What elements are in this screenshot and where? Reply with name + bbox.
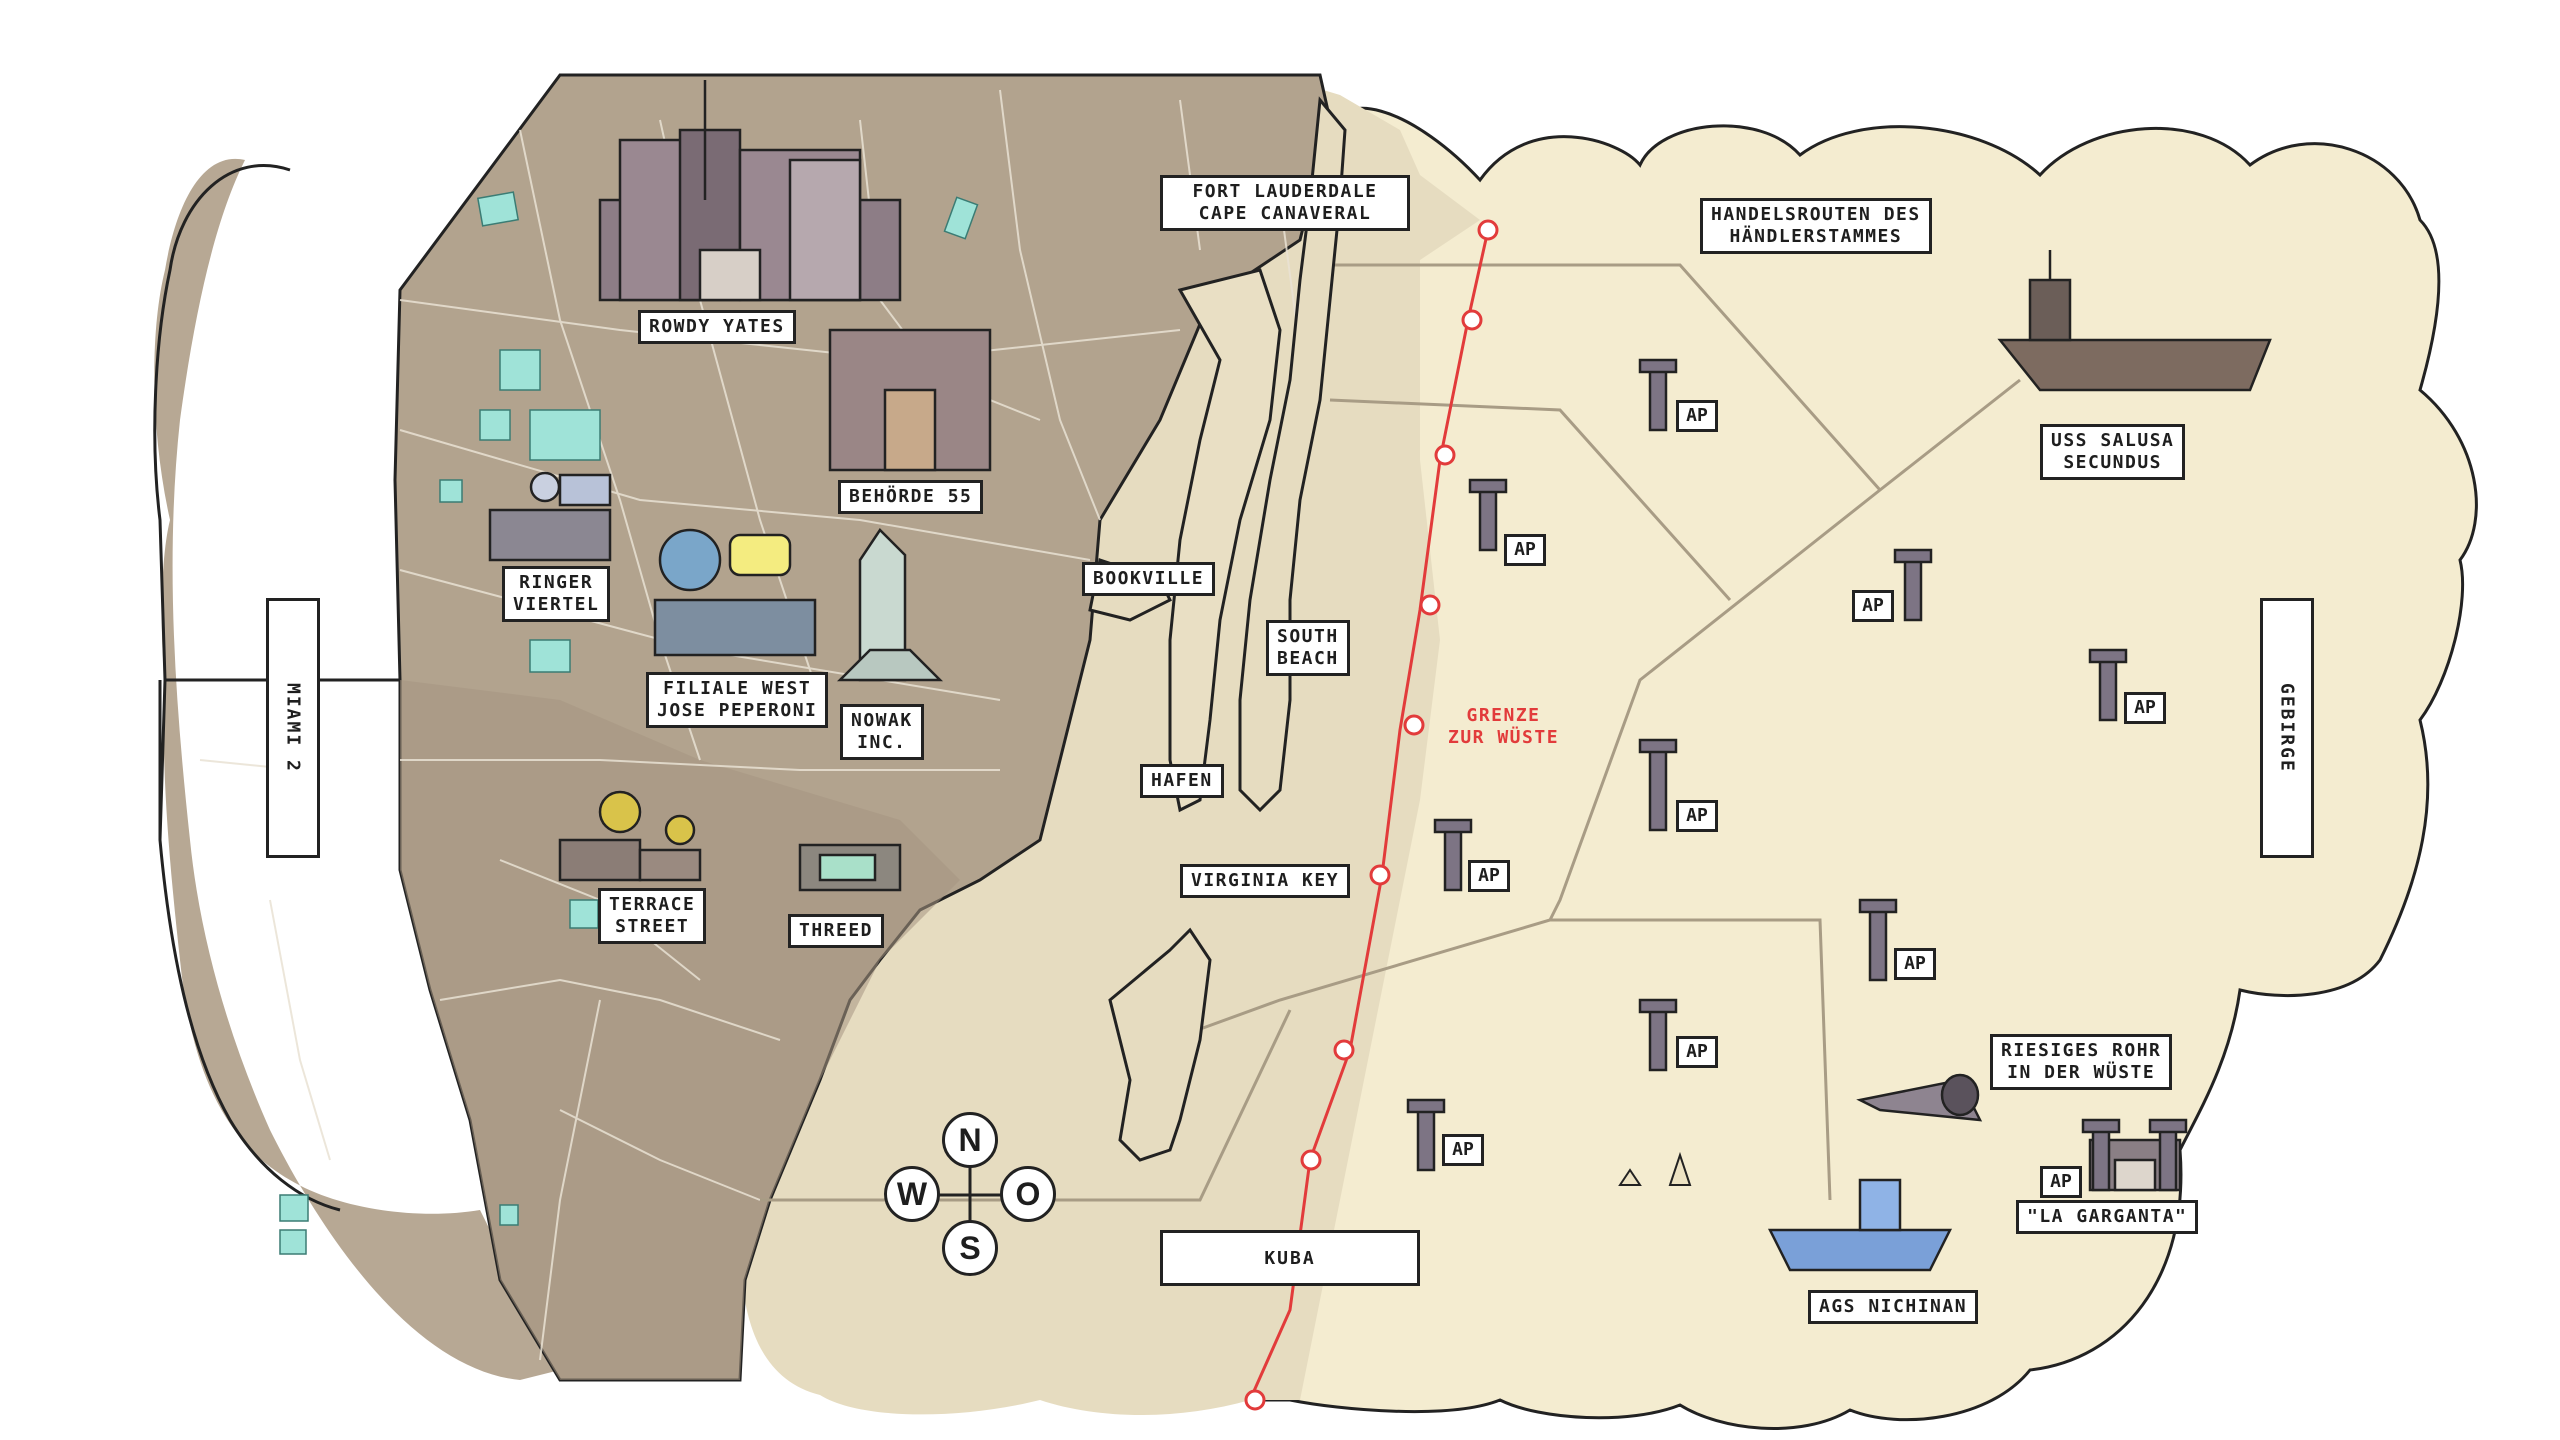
label-rohr-line1: RIESIGES ROHR [2001,1040,2162,1061]
label-bookville: BOOKVILLE [1082,562,1216,596]
label-ringer-viertel: RINGER VIERTEL [502,566,611,622]
compass-north: N [942,1112,998,1168]
label-uss-salusa: USS SALUSA SECUNDUS [2040,424,2186,480]
ap-label-4: AP [2124,692,2166,724]
label-virginia-key: VIRGINIA KEY [1180,864,1351,898]
ap-label-6: AP [1468,860,1510,892]
label-ringer-line1: RINGER [519,572,594,593]
label-fort-line2: CAPE CANAVERAL [1198,203,1372,224]
ap-label-8: AP [1676,1036,1718,1068]
miami2-region [154,158,560,1380]
uss-ship [1997,250,2272,392]
filiale-building [653,528,817,657]
label-south-line2: BEACH [1277,648,1339,669]
label-terrace-line2: STREET [615,916,690,937]
label-uss-line1: USS SALUSA [2051,430,2175,451]
label-rowdy-yates: ROWDY YATES [638,310,796,344]
ap-label-10: AP [2040,1166,2082,1198]
terrace-buildings [558,790,702,882]
ap-label-5: AP [1676,800,1718,832]
ap-label-3: AP [1852,590,1894,622]
behoerde-building [828,328,992,472]
label-miami-2: MIAMI 2 [266,598,320,858]
label-uss-line2: SECUNDUS [2063,452,2163,473]
label-behoerde-55: BEHÖRDE 55 [838,480,984,514]
compass-south: S [942,1220,998,1276]
pipe-object [1856,1073,1983,1122]
rowdy-yates-buildings [598,80,902,302]
threed-building [798,843,902,892]
label-la-garganta: "LA GARGANTA" [2016,1200,2199,1234]
label-grenze-line2: ZUR WÜSTE [1448,727,1560,748]
label-grenze-zur-wueste: GRENZE ZUR WÜSTE [1440,702,1567,752]
label-hafen: HAFEN [1140,764,1224,798]
oil-rigs [1406,358,2188,1192]
label-kuba: KUBA [1160,1230,1420,1286]
ap-label-9: AP [1442,1134,1484,1166]
label-gebirge: GEBIRGE [2260,598,2314,858]
label-threed: THREED [788,914,885,948]
label-filiale-line1: FILIALE WEST [663,678,812,699]
label-rohr-line2: IN DER WÜSTE [2007,1062,2156,1083]
ap-label-7: AP [1894,948,1936,980]
ap-label-2: AP [1504,534,1546,566]
label-filiale-line2: JOSE PEPERONI [657,700,818,721]
label-nowak-line1: NOWAK [851,710,913,731]
ags-ship [1767,1178,1953,1272]
label-nowak-inc: NOWAK INC. [840,704,924,760]
desert-rocks [1618,1151,1692,1186]
label-south-beach: SOUTH BEACH [1266,620,1350,676]
compass-east: O [1000,1166,1056,1222]
compass-west: W [884,1166,940,1222]
label-handel-line2: HÄNDLERSTAMMES [1729,226,1903,247]
label-south-line1: SOUTH [1277,626,1339,647]
label-nowak-line2: INC. [857,732,907,753]
label-filiale-west: FILIALE WEST JOSE PEPERONI [646,672,829,728]
label-terrace-line1: TERRACE [609,894,696,915]
label-fort-line1: FORT LAUDERDALE [1192,181,1378,202]
border-markers [1244,219,1499,1411]
nowak-building [836,528,944,682]
label-terrace-street: TERRACE STREET [598,888,707,944]
label-handelsrouten: HANDELSROUTEN DES HÄNDLERSTAMMES [1700,198,1932,254]
water-patches [279,191,979,1255]
label-ringer-line2: VIERTEL [513,594,600,615]
label-handel-line1: HANDELSROUTEN DES [1711,204,1921,225]
ap-label-1: AP [1676,400,1718,432]
label-riesiges-rohr: RIESIGES ROHR IN DER WÜSTE [1990,1034,2173,1090]
label-grenze-line1: GRENZE [1466,705,1541,726]
ringer-building [488,471,612,562]
label-ags-nichinan: AGS NICHINAN [1808,1290,1979,1324]
label-fort-lauderdale: FORT LAUDERDALE CAPE CANAVERAL [1160,175,1410,231]
